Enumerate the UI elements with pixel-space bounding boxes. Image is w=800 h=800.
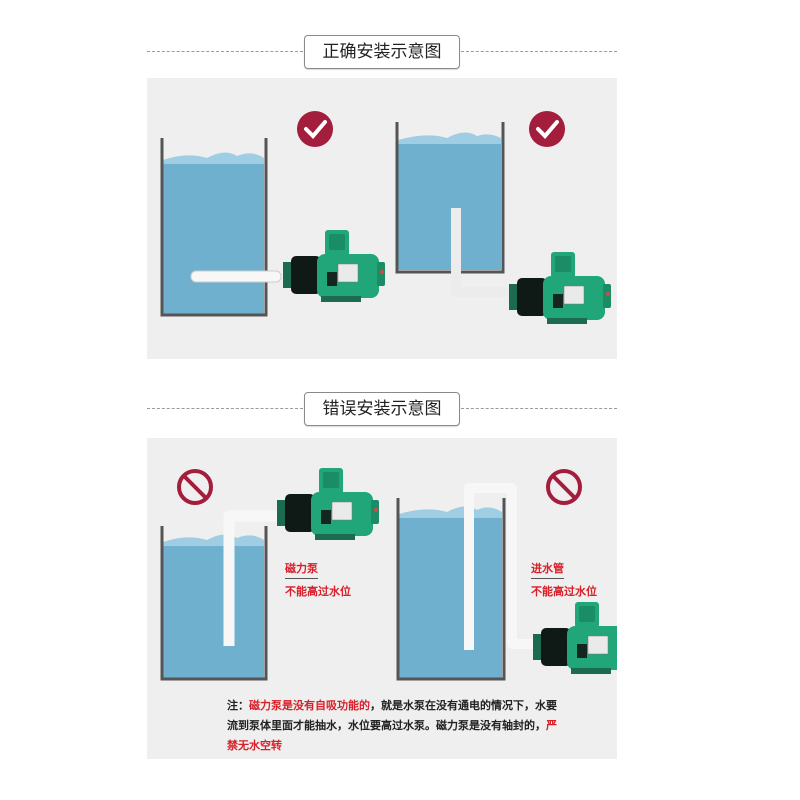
divider-left	[147, 408, 303, 409]
tank-2	[395, 122, 513, 297]
magnetic-pump-1	[282, 229, 386, 303]
ok-mark-2	[529, 111, 565, 147]
installation-note: 注：磁力泵是没有自吸功能的，就是水泵在没有通电的情况下，水要流到泵体里面才能抽水…	[227, 696, 567, 756]
correct-section-title: 正确安装示意图	[304, 35, 460, 69]
wrong-installation-panel: 磁力泵 不能高过水位 进水管 不能高过水位 注：磁力泵是没有自吸功能的，就是水泵…	[147, 438, 617, 759]
wrong-tank-1	[160, 510, 279, 681]
water-body	[398, 140, 501, 270]
label-inlet-pipe: 进水管	[531, 560, 564, 579]
wrong-tank-2	[396, 483, 535, 681]
magnetic-pump-3	[276, 467, 380, 541]
label-magnetic-pump: 磁力泵	[285, 560, 318, 579]
wrong-section-title: 错误安装示意图	[304, 392, 460, 426]
water-body	[399, 514, 502, 678]
water-body	[163, 542, 264, 678]
divider-left	[147, 51, 303, 52]
note-warning-2: 严禁无水空转	[227, 719, 557, 752]
note-prefix: 注：	[227, 699, 249, 712]
no-mark-1	[177, 469, 213, 505]
no-mark-2	[546, 469, 582, 505]
note-body: ，就是水泵在没有通电的情况下，水要流到泵体里面才能抽水，水位要高过水泵。磁力泵是…	[227, 699, 557, 732]
divider-right	[461, 51, 617, 52]
note-warning-1: 磁力泵是没有自吸功能的	[249, 699, 370, 712]
label-inlet-not-above-water: 不能高过水位	[531, 585, 597, 598]
inlet-pipe	[190, 270, 282, 283]
tank-1	[160, 138, 282, 317]
magnetic-pump-2	[508, 251, 612, 325]
correct-section-header: 正确安装示意图	[147, 35, 617, 69]
magnetic-pump-4	[532, 601, 617, 675]
label-pump-not-above-water: 不能高过水位	[285, 585, 351, 598]
divider-right	[461, 408, 617, 409]
ok-mark-1	[297, 111, 333, 147]
correct-installation-panel	[147, 78, 617, 359]
wrong-section-header: 错误安装示意图	[147, 392, 617, 426]
water-body	[163, 160, 264, 314]
